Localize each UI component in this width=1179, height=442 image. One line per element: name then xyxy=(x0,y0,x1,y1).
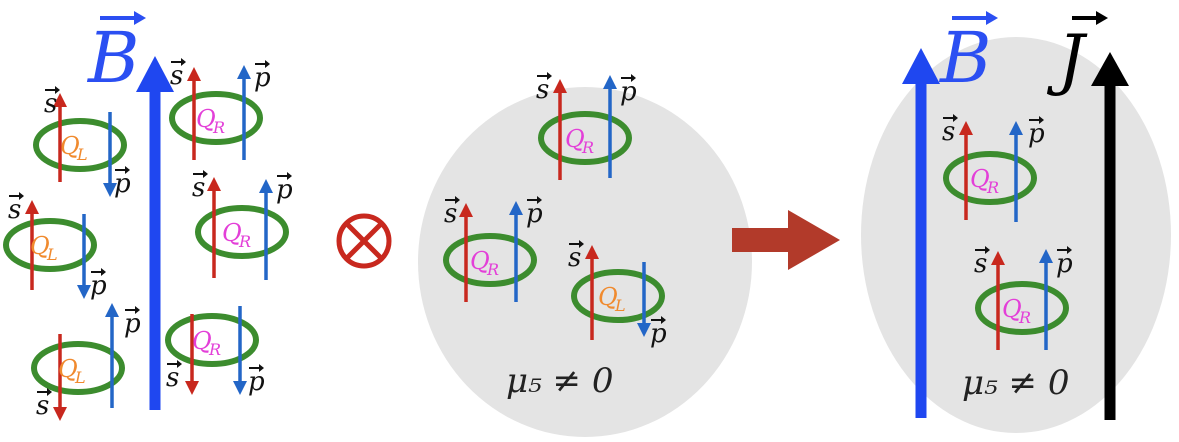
momentum-label: p xyxy=(254,63,271,93)
spin-label: s xyxy=(974,249,987,279)
left-handed-quark: QLs p xyxy=(568,240,667,349)
quark-subscript: R xyxy=(238,232,251,251)
spin-label: s xyxy=(942,117,955,147)
chiral-ellipse-middle xyxy=(418,87,752,437)
quark-label: Q xyxy=(1002,295,1022,323)
quark-label: Q xyxy=(222,219,242,247)
quark-subscript: L xyxy=(614,296,626,315)
quark-label: Q xyxy=(60,132,80,160)
quark-label: Q xyxy=(470,247,490,275)
chiral-ellipse-right xyxy=(861,37,1171,433)
current-arrow xyxy=(1091,52,1129,420)
process-arrow xyxy=(732,210,840,270)
right-handed-quark: QRs p xyxy=(443,196,543,302)
momentum-label: p xyxy=(248,367,265,397)
right-handed-quark: QRs p xyxy=(942,114,1045,222)
left-handed-quark: QLs p xyxy=(33,86,131,199)
b-field-arrow-right xyxy=(902,48,940,418)
right-handed-quark: QRs p xyxy=(974,246,1073,350)
left-handed-quark: QLs p xyxy=(3,192,107,301)
momentum-label: p xyxy=(650,319,667,349)
loop-orbit xyxy=(538,111,632,165)
loop-orbit xyxy=(33,118,127,172)
quark-subscript: R xyxy=(1018,308,1031,327)
quark-subscript: R xyxy=(486,260,499,279)
loop-orbit xyxy=(169,91,263,145)
loop-orbit xyxy=(943,151,1037,205)
quark-label: Q xyxy=(58,355,78,383)
loop-orbit xyxy=(443,233,537,287)
tensor-product-symbol xyxy=(336,213,392,269)
momentum-label: p xyxy=(276,175,293,205)
spin-label: s xyxy=(36,391,49,421)
quark-subscript: L xyxy=(76,145,88,164)
quark-label: Q xyxy=(196,105,216,133)
momentum-label: p xyxy=(620,77,637,107)
spin-label: s xyxy=(568,243,581,273)
left-handed-quark: QLs p xyxy=(31,303,141,421)
quark-label: Q xyxy=(30,232,50,260)
b-label-text: B xyxy=(86,17,139,99)
b-field-arrow-left xyxy=(136,56,174,410)
momentum-label: p xyxy=(114,169,131,199)
mu5-label-middle: μ₅ ≠ 0 xyxy=(506,361,613,401)
spin-label: s xyxy=(192,173,205,203)
quark-subscript: R xyxy=(208,340,221,359)
right-handed-quark: QRs p xyxy=(165,306,265,397)
quark-subscript: R xyxy=(581,138,594,157)
quark-subscript: L xyxy=(74,368,86,387)
loop-orbit xyxy=(975,281,1069,335)
b-field-label-left: B xyxy=(86,11,146,99)
momentum-label: p xyxy=(526,199,543,229)
quark-label: Q xyxy=(192,327,212,355)
quark-subscript: R xyxy=(986,178,999,197)
loop-orbit xyxy=(31,341,125,395)
right-handed-quark: QRs p xyxy=(536,72,637,180)
momentum-label: p xyxy=(124,309,141,339)
loop-orbit xyxy=(195,205,289,259)
spin-label: s xyxy=(444,199,457,229)
quark-subscript: L xyxy=(46,245,58,264)
quark-subscript: R xyxy=(212,118,225,137)
loop-orbit xyxy=(165,313,259,367)
b-field-label-right: B xyxy=(938,11,998,99)
momentum-label: p xyxy=(1028,119,1045,149)
loop-orbit xyxy=(571,269,665,323)
momentum-label: p xyxy=(1056,249,1073,279)
right-handed-quark: QRs p xyxy=(192,170,293,280)
mu5-label-right: μ₅ ≠ 0 xyxy=(962,363,1069,403)
spin-label: s xyxy=(170,61,183,91)
spin-label: s xyxy=(166,363,179,393)
right-handed-quark: QRs p xyxy=(169,58,271,160)
loop-orbit xyxy=(3,218,97,272)
quark-label: Q xyxy=(598,283,618,311)
spin-label: s xyxy=(536,75,549,105)
spin-label: s xyxy=(8,195,21,225)
b-label-text: B xyxy=(938,17,991,99)
quark-label: Q xyxy=(970,165,990,193)
spin-label: s xyxy=(44,89,57,119)
quark-label: Q xyxy=(565,125,585,153)
momentum-label: p xyxy=(90,271,107,301)
